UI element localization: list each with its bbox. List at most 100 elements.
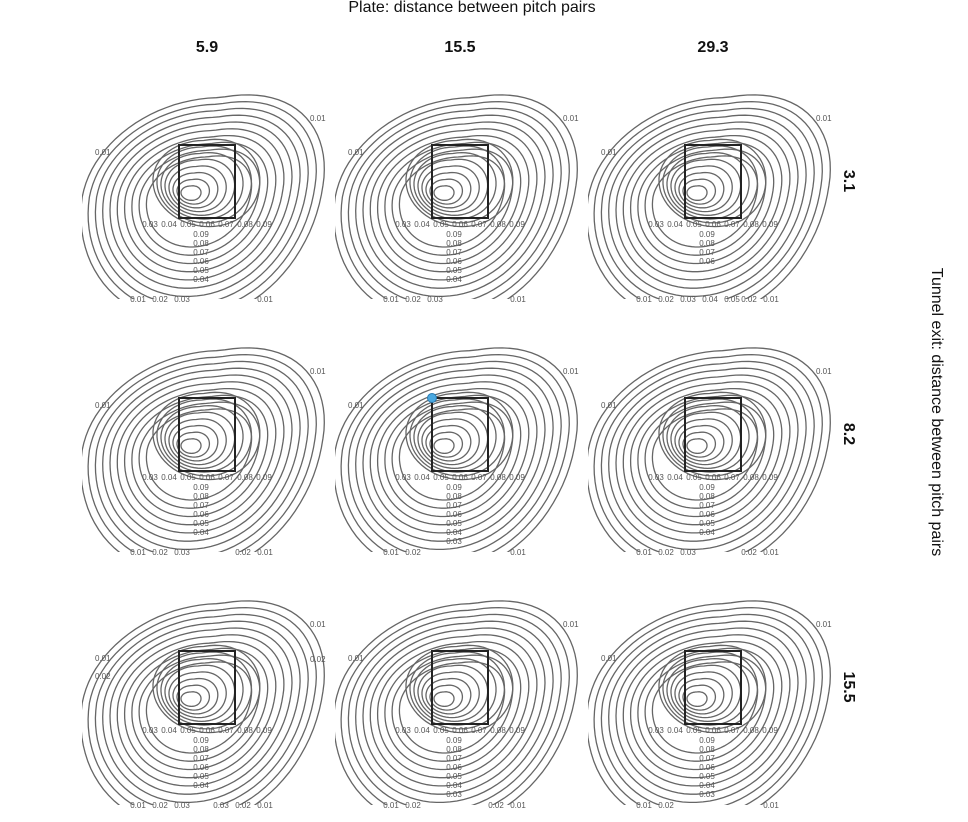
contour-label: 0.03 xyxy=(213,801,229,810)
contour-label: 0.01 xyxy=(257,548,273,557)
contour-label: 0.02 xyxy=(488,801,504,810)
chart-title: Plate: distance between pitch pairs xyxy=(348,0,595,16)
column-strip-2: 15.5 xyxy=(444,39,475,56)
contour-line xyxy=(362,121,546,289)
contour-line xyxy=(94,613,309,805)
contour-label: 0.06 xyxy=(446,510,462,519)
contour-line xyxy=(347,360,562,552)
contour-label: 0.07 xyxy=(699,501,715,510)
contour-line xyxy=(615,374,799,542)
contour-line xyxy=(593,606,823,805)
contour-line xyxy=(666,404,750,473)
contour-line xyxy=(608,367,807,551)
contour-label: 0.03 xyxy=(174,548,190,557)
contour-label: 0.03 xyxy=(142,220,158,229)
contour-label: 0.09 xyxy=(699,230,715,239)
contour-label: 0.04 xyxy=(446,528,462,537)
contour-line xyxy=(421,165,480,213)
contour-line xyxy=(398,408,506,501)
contour-line xyxy=(164,664,236,723)
contour-line xyxy=(644,148,767,256)
contour-label: 0.06 xyxy=(699,257,715,266)
contour-label: 0.04 xyxy=(446,275,462,284)
contour-line xyxy=(180,438,202,455)
contour-label: 0.02 xyxy=(658,295,674,304)
contour-label: 0.02 xyxy=(658,548,674,557)
contour-line xyxy=(123,134,277,273)
contour-line xyxy=(102,114,301,298)
contour-line xyxy=(369,634,538,787)
contour-line xyxy=(172,424,219,462)
contour-label: 0.09 xyxy=(762,726,778,735)
contour-label: 0.04 xyxy=(414,473,430,482)
contour-label: 0.09 xyxy=(509,726,525,735)
contour-label: 0.09 xyxy=(699,483,715,492)
contour-label: 0.01 xyxy=(563,114,579,123)
contour-line xyxy=(398,155,506,248)
contour-line xyxy=(180,185,202,201)
contour-label: 0.05 xyxy=(446,772,462,781)
contour-label: 0.03 xyxy=(680,548,696,557)
contour-line xyxy=(131,394,269,518)
contour-label: 0.02 xyxy=(405,801,421,810)
contour-label: 0.08 xyxy=(193,745,209,754)
contour-label: 0.02 xyxy=(741,295,757,304)
contour-label: 0.04 xyxy=(414,726,430,735)
contour-label: 0.04 xyxy=(193,781,209,790)
contour-line xyxy=(600,360,815,552)
contour-label: 0.08 xyxy=(193,492,209,501)
contour-line xyxy=(413,657,497,726)
contour-label: 0.07 xyxy=(446,501,462,510)
contour-label: 0.03 xyxy=(395,220,411,229)
contour-line xyxy=(417,158,489,216)
contour-label: 0.05 xyxy=(446,519,462,528)
highlight-point[interactable] xyxy=(427,393,437,403)
contour-label: 0.01 xyxy=(383,295,399,304)
contour-line xyxy=(413,404,497,473)
contour-line xyxy=(629,134,783,273)
contour-label: 0.01 xyxy=(601,654,617,663)
contour-line xyxy=(172,171,219,209)
contour-line xyxy=(686,438,708,455)
contour-label: 0.06 xyxy=(452,473,468,482)
contour-line xyxy=(622,128,791,281)
contour-line xyxy=(644,401,767,509)
contour-label: 0.03 xyxy=(648,726,664,735)
contour-line xyxy=(82,347,325,552)
contour-label: 0.06 xyxy=(193,510,209,519)
contour-label: 0.07 xyxy=(193,248,209,257)
contour-line xyxy=(123,387,277,526)
contour-line xyxy=(674,165,733,213)
contour-label: 0.01 xyxy=(257,801,273,810)
contour-line xyxy=(391,401,514,509)
contour-label: 0.01 xyxy=(816,367,832,376)
contour-label: 0.08 xyxy=(490,726,506,735)
contour-label: 0.09 xyxy=(193,736,209,745)
contour-line xyxy=(670,664,742,723)
contour-label: 0.01 xyxy=(95,148,111,157)
contour-line xyxy=(588,600,831,805)
contour-line xyxy=(384,141,522,265)
contour-line xyxy=(433,691,455,708)
contour-line xyxy=(600,613,815,805)
contour-line xyxy=(622,381,791,534)
contour-line xyxy=(168,418,227,466)
contour-line xyxy=(362,374,546,542)
contour-line xyxy=(152,138,261,228)
strike-zone xyxy=(178,397,236,472)
contour-line xyxy=(87,606,317,805)
contour-line xyxy=(658,138,767,228)
contour-label: 0.08 xyxy=(446,239,462,248)
contour-line xyxy=(376,640,530,779)
contour-line xyxy=(666,151,750,220)
contour-line xyxy=(176,178,211,205)
contour-line xyxy=(651,155,759,248)
contour-label: 0.02 xyxy=(310,655,326,664)
contour-label: 0.01 xyxy=(510,295,526,304)
contour-label: 0.02 xyxy=(152,801,168,810)
contour-label: 0.05 xyxy=(686,220,702,229)
contour-label: 0.02 xyxy=(152,295,168,304)
contour-line xyxy=(116,634,285,787)
